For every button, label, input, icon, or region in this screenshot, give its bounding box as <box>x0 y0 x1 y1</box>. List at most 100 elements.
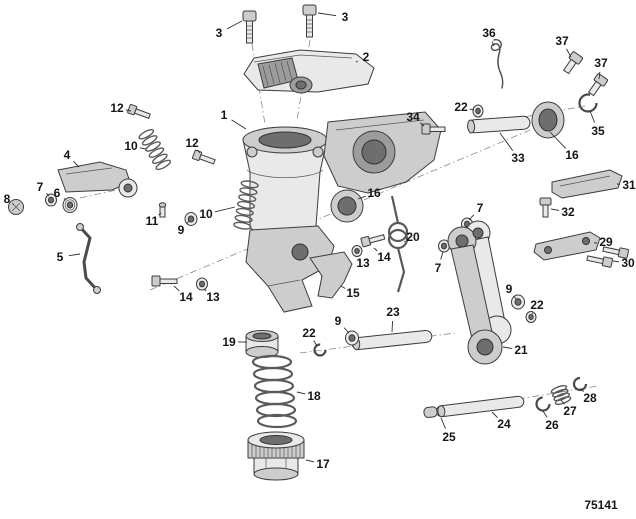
callout-label-29: 29 <box>599 235 613 249</box>
callout-leader-37 <box>566 48 572 58</box>
circlip-35-icon <box>578 93 598 113</box>
adjuster-cap-17 <box>247 431 305 481</box>
washer-13-left <box>196 277 208 291</box>
bolt-14-left-icon <box>151 275 178 287</box>
bracket-15 <box>309 251 353 299</box>
callout-label-8: 8 <box>4 192 11 206</box>
spring-27 <box>550 384 572 406</box>
link-arm-21 <box>447 220 512 365</box>
callout-leader-35 <box>589 110 596 123</box>
callout-label-22: 22 <box>530 298 544 312</box>
callout-label-20: 20 <box>406 230 420 244</box>
callout-label-7: 7 <box>37 180 44 194</box>
callout-label-9: 9 <box>178 223 185 237</box>
washer-9-left <box>184 212 198 226</box>
callout-leader-14 <box>173 285 180 292</box>
main-housing <box>242 126 328 235</box>
callout-label-31: 31 <box>622 178 636 192</box>
callout-label-34: 34 <box>406 110 420 124</box>
callout-label-25: 25 <box>442 430 456 444</box>
callout-label-35: 35 <box>591 124 605 138</box>
callout-label-26: 26 <box>545 418 559 432</box>
callout-label-9: 9 <box>506 282 513 296</box>
spring-10-left <box>138 128 172 171</box>
callout-leader-34 <box>419 122 425 127</box>
callout-leader-3 <box>317 12 337 17</box>
bolt-14-right-icon <box>360 234 386 248</box>
e-clip-26-icon <box>535 396 551 412</box>
callout-label-1: 1 <box>221 108 228 122</box>
callout-label-28: 28 <box>583 391 597 405</box>
callout-label-22: 22 <box>302 326 316 340</box>
bolt-3-left-icon <box>242 10 257 44</box>
washer-6-icon <box>62 197 78 213</box>
callout-leader-12 <box>197 149 201 154</box>
callout-leader-16 <box>357 195 366 200</box>
callout-label-2: 2 <box>363 50 370 64</box>
bolt-34-icon <box>421 123 446 135</box>
clip-28-icon <box>572 376 588 392</box>
callout-label-37: 37 <box>555 34 569 48</box>
callout-label-32: 32 <box>561 205 575 219</box>
spring-10-center <box>233 180 259 230</box>
anode-bracket-31 <box>551 169 623 199</box>
lanyard-wire-36 <box>490 39 504 89</box>
callout-label-23: 23 <box>386 305 400 319</box>
callout-leader-37 <box>598 71 601 80</box>
callout-label-4: 4 <box>64 148 71 162</box>
callout-label-22: 22 <box>454 100 468 114</box>
callout-label-9: 9 <box>335 314 342 328</box>
cup-16 <box>531 101 565 139</box>
callout-leader-22 <box>313 340 318 347</box>
callout-leader-28 <box>580 388 584 392</box>
callout-leader-26 <box>542 410 548 418</box>
lower-mount <box>245 225 335 313</box>
cover-plate <box>243 49 375 94</box>
screw-12-a-icon <box>127 103 151 119</box>
callout-leader-21 <box>502 346 513 349</box>
callout-leader-33 <box>499 132 514 151</box>
callout-label-13: 13 <box>356 256 370 270</box>
spring-18 <box>251 354 298 429</box>
e-clip-22-pin23-icon <box>313 343 327 357</box>
callout-leader-9 <box>343 327 350 334</box>
callout-leader-6 <box>63 198 67 201</box>
callout-leader-1 <box>231 119 247 130</box>
callout-leader-9 <box>513 296 517 300</box>
bolt-37-b-icon <box>587 73 608 97</box>
callout-label-10: 10 <box>124 139 138 153</box>
callout-label-33: 33 <box>511 151 525 165</box>
callout-label-36: 36 <box>482 26 496 40</box>
callout-label-16: 16 <box>367 186 381 200</box>
callout-label-5: 5 <box>57 250 64 264</box>
callout-leader-14 <box>373 247 378 252</box>
cup-19 <box>245 330 279 358</box>
callout-leader-13 <box>203 288 207 292</box>
washer-22-link <box>525 311 537 323</box>
callout-label-37: 37 <box>594 56 608 70</box>
callout-label-17: 17 <box>316 457 330 471</box>
washer-13-right <box>351 245 363 257</box>
pivot-pin-33 <box>467 115 531 134</box>
screw-8-icon <box>8 199 24 215</box>
washer-7-left <box>45 193 57 207</box>
callout-leader-7 <box>46 193 50 197</box>
washer-22-top <box>472 104 484 118</box>
callout-leader-17 <box>305 459 315 463</box>
bolt-3-right-icon <box>302 4 317 38</box>
callout-leader-16 <box>549 131 567 149</box>
bolt-30-a-icon <box>586 255 614 268</box>
callout-label-7: 7 <box>435 261 442 275</box>
callout-leader-7 <box>440 251 444 260</box>
callout-label-27: 27 <box>563 404 577 418</box>
callout-leader-15 <box>340 285 346 289</box>
callout-leader-8 <box>12 203 15 206</box>
callout-label-10: 10 <box>199 207 213 221</box>
callout-leader-7 <box>468 214 475 221</box>
callout-leader-10 <box>139 147 147 150</box>
rod-5 <box>76 223 101 294</box>
pin-23 <box>351 329 433 351</box>
bolt-37-a-icon <box>562 51 583 75</box>
callout-leader-32 <box>550 208 560 211</box>
